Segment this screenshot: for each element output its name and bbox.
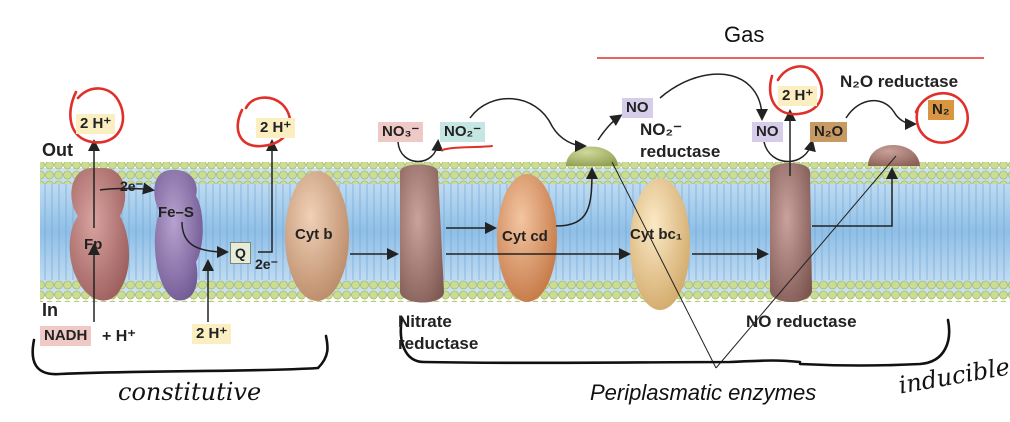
electrons-label-2: 2e⁻ <box>255 256 278 272</box>
n2o-reductase-dome <box>868 145 920 166</box>
cyt-bc1-label: Cyt bc₁ <box>630 226 683 243</box>
proton-out-1: 2 H⁺ <box>76 114 116 134</box>
nitrate-reductase-label-line2: reductase <box>398 334 479 353</box>
flow-arrows <box>88 73 917 322</box>
electrons-label-1: 2e⁻ <box>120 178 143 194</box>
cyt-cd-protein <box>497 174 557 302</box>
cyt-bc1-protein <box>630 178 690 310</box>
periplasmatic-enzymes-label: Periplasmatic enzymes <box>590 380 817 405</box>
out-label: Out <box>42 140 73 160</box>
proton-in: 2 H⁺ <box>192 324 232 344</box>
fp-label: Fp <box>84 236 103 253</box>
cyt-cd-label: Cyt cd <box>502 228 548 245</box>
handwritten-brackets <box>31 316 951 376</box>
no2-box: NO₂⁻ <box>440 122 486 142</box>
handwritten-constitutive: constitutive <box>118 378 262 406</box>
q-box: Q <box>230 242 251 264</box>
gas-label: Gas <box>724 22 765 47</box>
no-box-top: NO <box>622 98 653 118</box>
no-box: NO <box>752 122 783 142</box>
periplasmic-pointers <box>611 155 897 369</box>
fes-protein <box>154 169 203 301</box>
n2o-reductase-label: N₂O reductase <box>840 72 959 91</box>
no3-box: NO₃⁻ <box>378 122 424 142</box>
no2-reductase-label-line1: NO₂⁻ <box>640 120 683 139</box>
no2-reductase-label-line2: reductase <box>640 142 721 161</box>
cyt-b-label: Cyt b <box>295 226 333 243</box>
proton-out-2: 2 H⁺ <box>256 118 296 138</box>
cyt-b-protein <box>285 171 349 301</box>
in-label: In <box>42 300 58 320</box>
n2-box: N₂ <box>928 100 954 120</box>
no-reductase-protein <box>770 163 812 302</box>
nadh-box: NADH <box>40 326 92 346</box>
fp-protein <box>69 168 130 301</box>
no2-reductase-dome <box>566 146 618 166</box>
proton-out-3: 2 H⁺ <box>778 86 818 106</box>
n2o-box: N₂O <box>810 122 848 142</box>
no-reductase-label: NO reductase <box>746 312 857 331</box>
nitrate-reductase-label-line1: Nitrate <box>398 312 452 331</box>
plus-h-label: + H⁺ <box>102 328 136 345</box>
fes-label: Fe–S <box>158 204 194 221</box>
nitrate-reductase-protein <box>400 164 444 303</box>
